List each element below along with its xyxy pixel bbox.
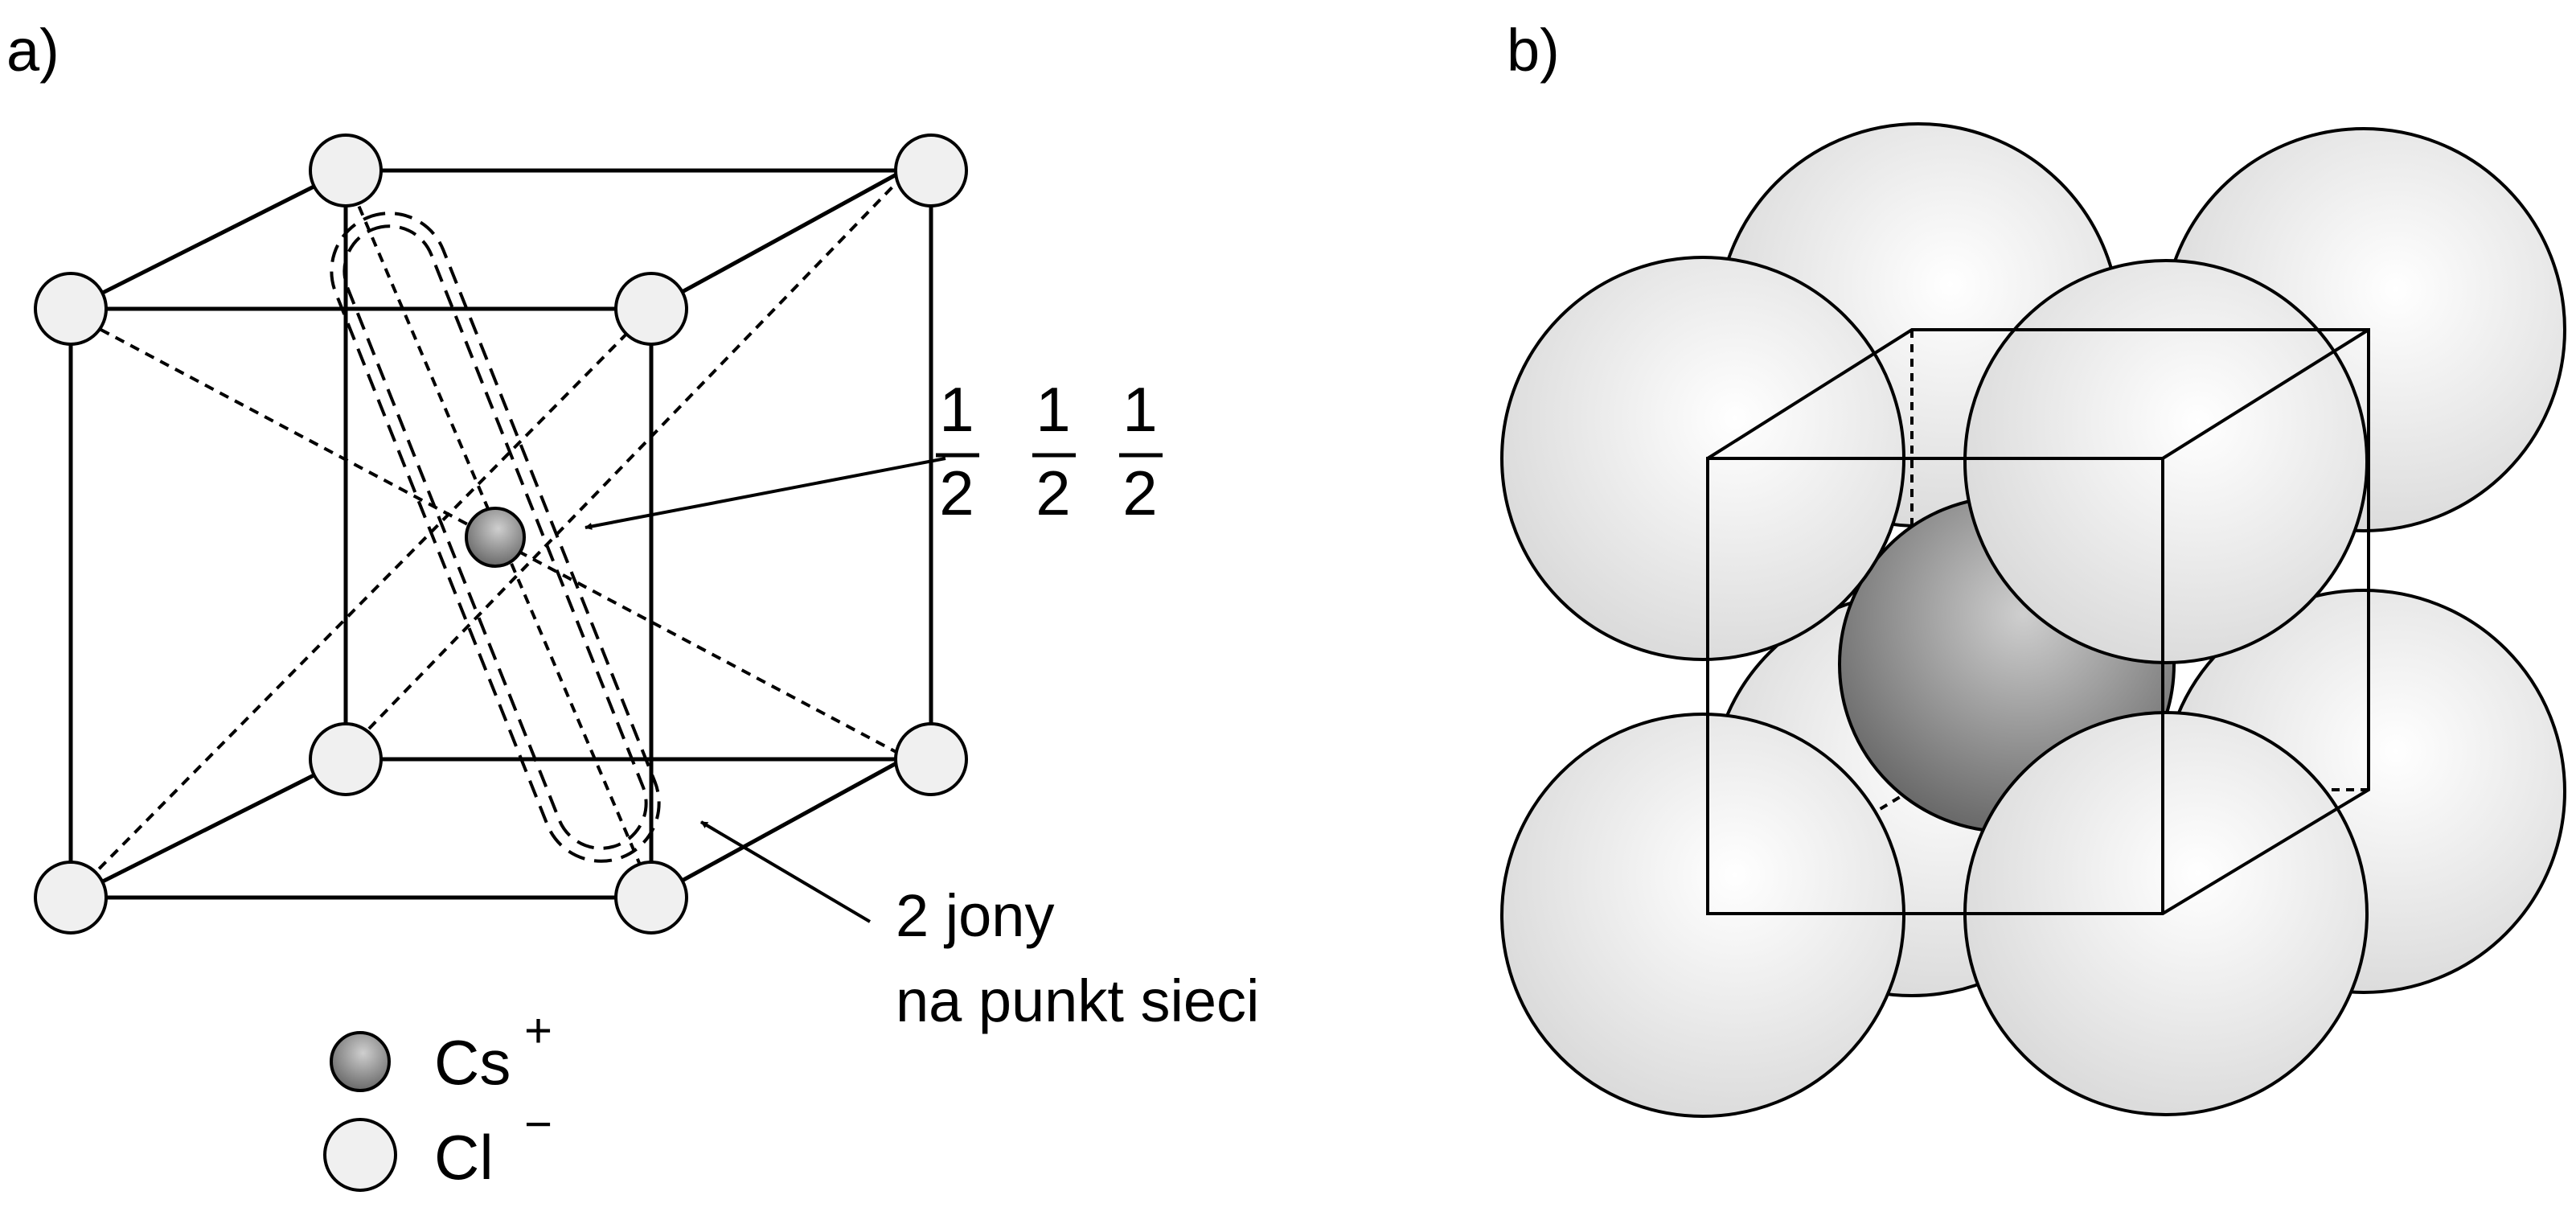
fraction-half: 1 2 [1119, 374, 1163, 528]
note-line-2: na punkt sieci [896, 967, 1260, 1034]
coordinate-arrow [585, 457, 946, 530]
fraction-numerator: 1 [1122, 374, 1157, 445]
panel-b-label: b) [1507, 17, 1560, 84]
legend-symbol: Cs [434, 1027, 511, 1098]
corner-ions [34, 134, 968, 935]
cl-ion-corner [34, 272, 108, 346]
front-spheres [1500, 256, 2369, 1118]
diagonal-line [69, 307, 653, 899]
fraction-denominator: 2 [1036, 458, 1070, 528]
cell-edge [650, 757, 905, 900]
legend-symbol: Cl [434, 1122, 494, 1193]
fraction-denominator: 2 [1122, 458, 1157, 528]
legend-charge: − [524, 1097, 552, 1151]
fraction-numerator: 1 [1036, 374, 1070, 445]
diagonal-line [70, 312, 904, 758]
diagonal-line [344, 174, 905, 754]
coordinate-label: 1 2 1 2 1 2 [936, 374, 1163, 528]
fraction-half: 1 2 [936, 374, 979, 528]
fraction-denominator: 2 [939, 458, 974, 528]
cell-edge [650, 168, 905, 311]
cl-ion-corner [614, 272, 688, 346]
pair-outline-inner [343, 224, 648, 850]
pair-arrow [699, 820, 872, 923]
cl-ion-corner [34, 861, 108, 935]
legend: Cs + Cl − [323, 1004, 552, 1193]
fraction-half: 1 2 [1032, 374, 1076, 528]
legend-item-cs: Cs + [330, 1004, 552, 1098]
cell-edge [69, 168, 347, 311]
cl-ion-corner [614, 861, 688, 935]
note-line-1: 2 jony [896, 882, 1054, 949]
fraction-numerator: 1 [939, 374, 974, 445]
cell-edge [69, 757, 347, 900]
panel-a-label: a) [6, 17, 59, 84]
cl-ion-corner [894, 722, 968, 796]
legend-charge: + [524, 1004, 552, 1058]
cs-legend-icon [330, 1031, 391, 1092]
unit-cell-edges [68, 168, 933, 900]
cl-legend-icon [323, 1118, 397, 1192]
cl-ion-corner [309, 722, 383, 796]
pair-outline-outer [330, 212, 661, 863]
panel-b: b) [1500, 17, 2566, 1118]
cs-ion-center [465, 507, 526, 568]
cube-visible-edges [1706, 328, 2370, 915]
lattice-point-pair-outline [330, 212, 661, 863]
cl-sphere-front [1963, 259, 2369, 664]
cl-ion-corner [309, 134, 383, 207]
cl-ion-corner [894, 134, 968, 207]
legend-item-cl: Cl − [323, 1097, 552, 1193]
panel-a: a) [6, 17, 1260, 1193]
